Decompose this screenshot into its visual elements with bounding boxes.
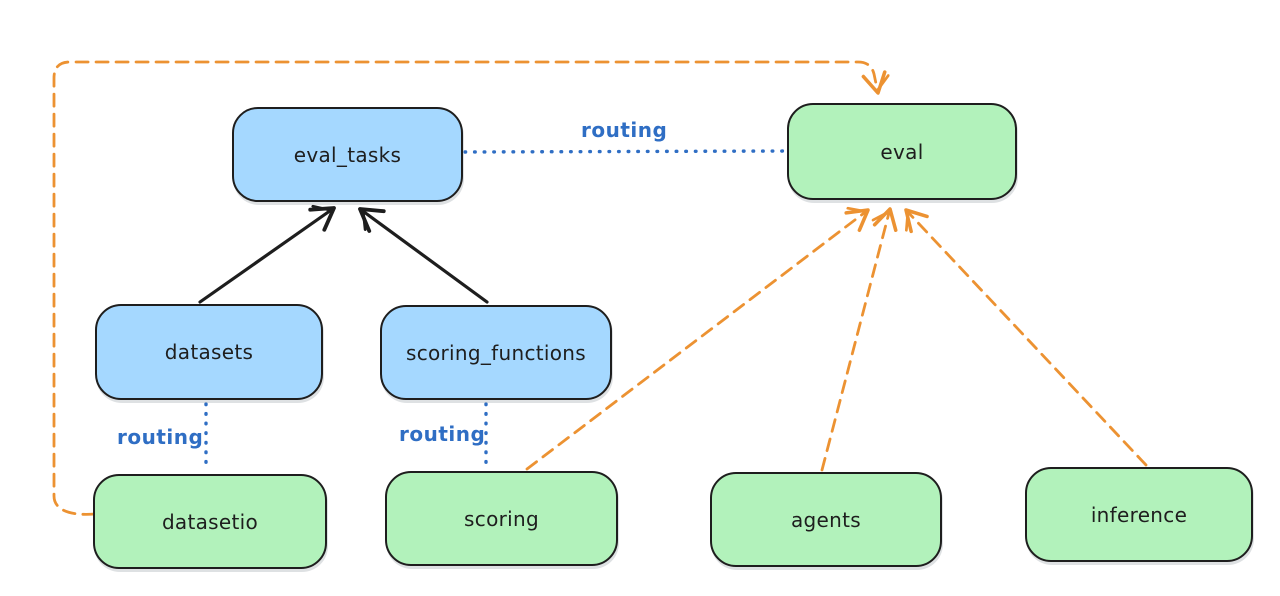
node-eval: eval [787,103,1017,200]
node-eval-label: eval [880,139,924,164]
routing-label-middle: routing [399,422,486,446]
node-agents: agents [710,472,942,567]
edge-agents-to-eval [820,207,898,472]
edge-eval-tasks-to-eval-routing [463,149,788,154]
node-scoring-functions: scoring_functions [380,305,612,400]
node-datasetio-label: datasetio [161,509,259,534]
routing-label-left: routing [117,425,204,449]
node-inference: inference [1025,467,1253,562]
node-scoring-functions-label: scoring_functions [405,340,587,365]
node-agents-label: agents [791,507,861,532]
node-inference-label: inference [1090,502,1188,527]
node-scoring-label: scoring [464,506,539,531]
node-scoring: scoring [385,471,618,566]
routing-label-top: routing [581,118,668,142]
node-eval-tasks: eval_tasks [232,107,463,202]
edge-datasetio-to-eval [52,60,890,516]
node-datasets-label: datasets [164,340,254,364]
node-datasets: datasets [95,304,323,400]
edge-inference-to-eval [904,208,1148,467]
node-eval-tasks-label: eval_tasks [293,142,402,167]
node-datasetio: datasetio [93,474,327,569]
edge-scoring-functions-to-eval-tasks [358,207,489,304]
edge-datasets-to-eval-tasks [198,204,336,304]
edge-scoring-to-eval [525,206,870,471]
